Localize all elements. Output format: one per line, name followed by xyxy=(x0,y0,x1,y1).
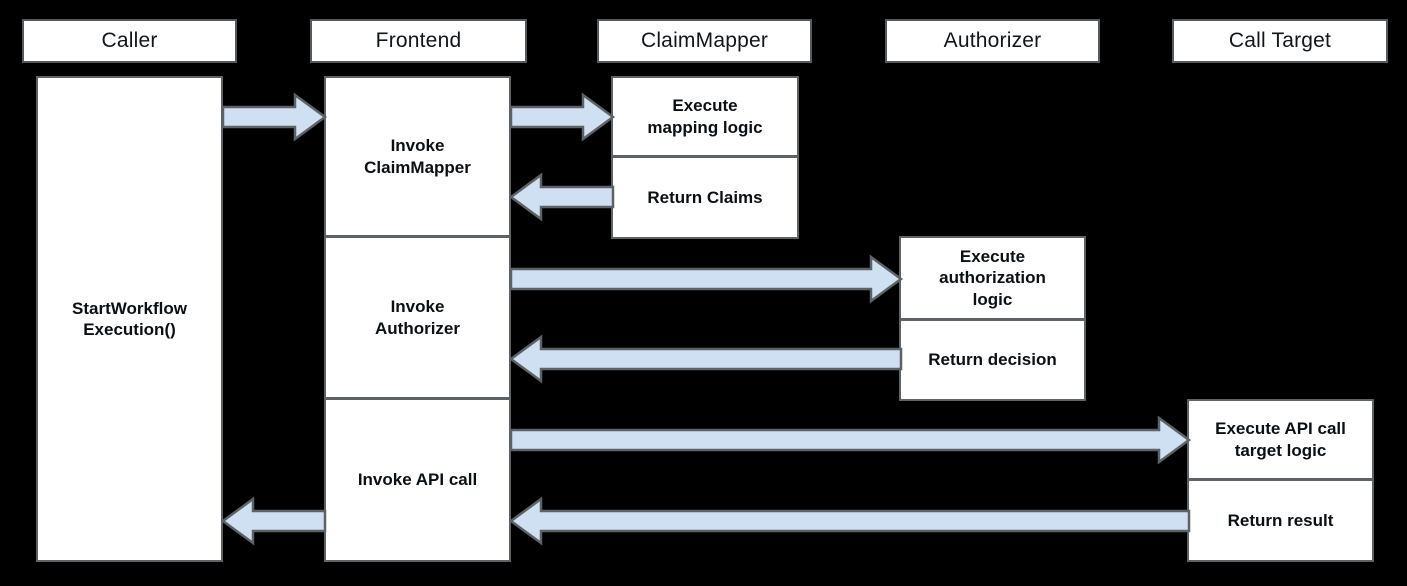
lane-header-authorizer[interactable]: Authorizer xyxy=(885,19,1100,63)
lane-header-calltarget[interactable]: Call Target xyxy=(1172,19,1388,63)
message-arrow-caller-to-frontend[interactable] xyxy=(221,92,328,142)
message-arrow-frontend-to-claimmapper[interactable] xyxy=(509,92,616,142)
lane-header-frontend-label: Frontend xyxy=(375,29,462,52)
lane-header-frontend[interactable]: Frontend xyxy=(310,19,527,63)
activation-calltarget-return-result-label: Return result xyxy=(1227,510,1334,530)
activation-claimmapper-return-claims[interactable]: Return Claims xyxy=(611,156,799,239)
lane-header-claimmapper[interactable]: ClaimMapper xyxy=(597,19,812,63)
lane-header-claimmapper-label: ClaimMapper xyxy=(640,29,769,52)
activation-frontend-invoke-api-call[interactable]: Invoke API call xyxy=(324,398,511,562)
message-arrow-authorizer-to-frontend[interactable] xyxy=(508,334,903,384)
lane-header-caller-label: Caller xyxy=(101,29,158,52)
message-arrow-frontend-to-authorizer[interactable] xyxy=(509,254,904,304)
message-arrow-frontend-to-caller[interactable] xyxy=(220,496,327,546)
lane-header-caller[interactable]: Caller xyxy=(22,19,237,63)
message-arrow-calltarget-to-frontend[interactable] xyxy=(508,496,1191,546)
activation-authorizer-return-decision-label: Return decision xyxy=(928,350,1057,370)
activation-calltarget-return-result[interactable]: Return result xyxy=(1187,479,1374,562)
lane-header-calltarget-label: Call Target xyxy=(1228,29,1332,52)
activation-frontend-invoke-api-call-label: Invoke API call xyxy=(357,470,478,490)
message-arrow-claimmapper-to-frontend[interactable] xyxy=(508,172,615,222)
lane-header-authorizer-label: Authorizer xyxy=(943,29,1042,52)
activation-claimmapper-return-claims-label: Return Claims xyxy=(647,187,763,207)
activation-authorizer-return-decision[interactable]: Return decision xyxy=(899,319,1086,401)
message-arrow-frontend-to-calltarget[interactable] xyxy=(509,415,1192,465)
